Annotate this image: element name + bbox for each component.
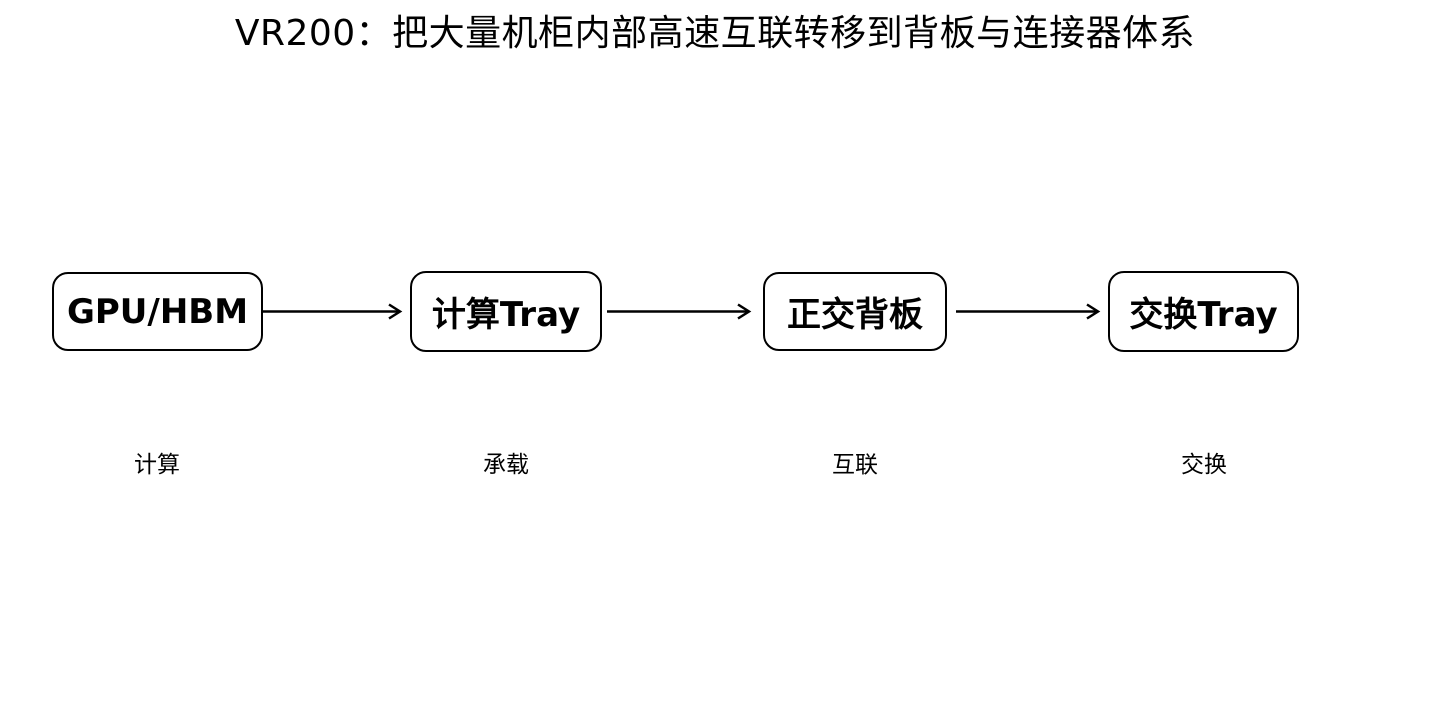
- caption-compute: 计算: [134, 452, 180, 478]
- caption-switch: 交换: [1181, 452, 1227, 478]
- node-label: GPU/HBM: [66, 291, 249, 332]
- node-orthogonal-backplane: 正交背板: [763, 272, 947, 351]
- node-switch-tray: 交换Tray: [1108, 271, 1299, 352]
- arrow-compute-tray-to-backplane: [607, 303, 752, 320]
- caption-interconnect: 互联: [832, 452, 878, 478]
- node-label: 正交背板: [787, 295, 923, 335]
- node-compute-tray: 计算Tray: [410, 271, 602, 352]
- diagram-title: VR200：把大量机柜内部高速互联转移到背板与连接器体系: [234, 13, 1196, 54]
- arrow-backplane-to-switch-tray: [956, 303, 1101, 320]
- node-label: 交换Tray: [1129, 295, 1278, 335]
- caption-carry: 承载: [483, 452, 529, 478]
- arrow-gpu-to-compute-tray: [259, 303, 403, 320]
- node-label: 计算Tray: [431, 295, 581, 335]
- node-gpu-hbm: GPU/HBM: [52, 272, 263, 351]
